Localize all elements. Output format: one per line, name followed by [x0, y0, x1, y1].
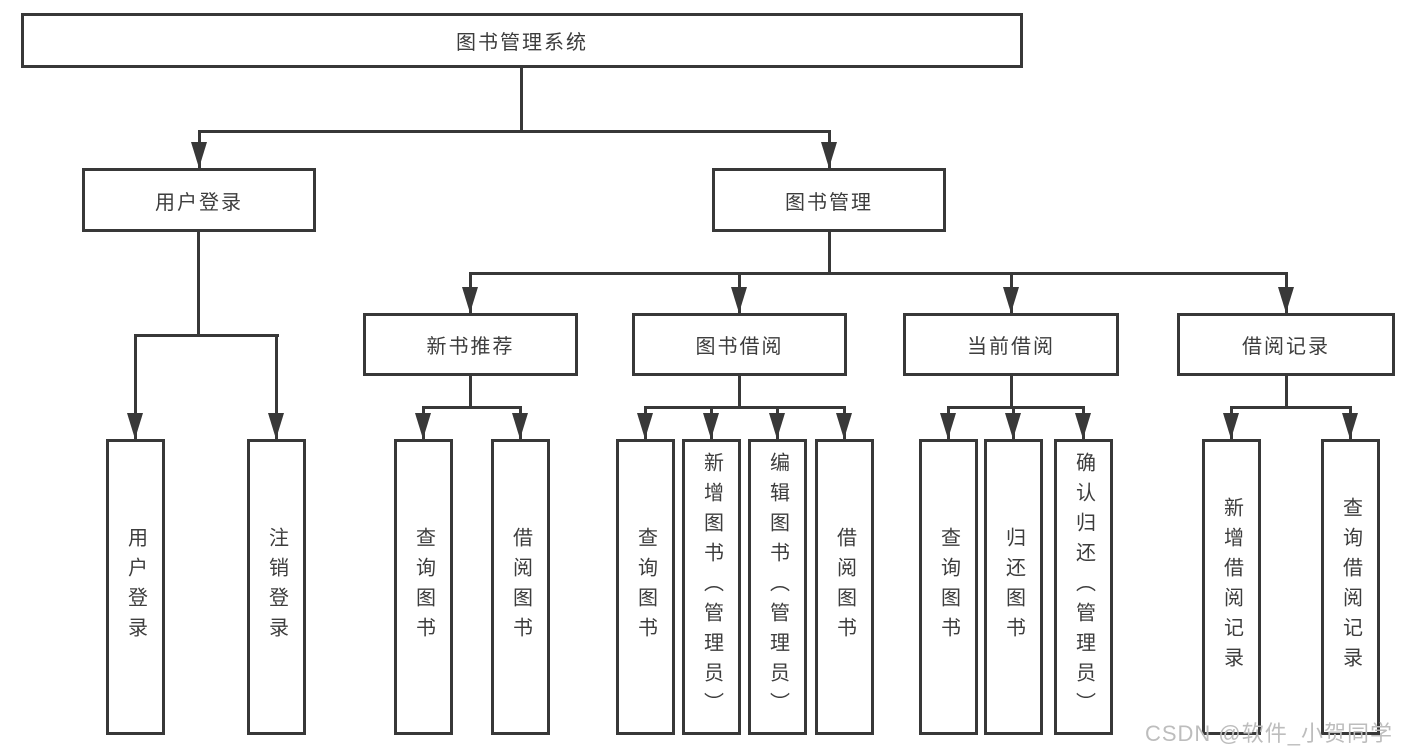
- node-label: 查询图书: [937, 527, 960, 647]
- arrowhead-user-login-icon: [191, 142, 207, 168]
- leaf-query-books-borrowing: 查询图书: [616, 439, 675, 735]
- arrowhead-icon: [1075, 413, 1091, 439]
- arrowhead-icon: [836, 413, 852, 439]
- arrowhead-book-mgmt-icon: [821, 142, 837, 168]
- arrowhead-leaf-logout-icon: [268, 413, 284, 439]
- node-label: 用户登录: [155, 191, 243, 214]
- node-new-book-recommend: 新书推荐: [363, 313, 578, 376]
- node-label: 当前借阅: [967, 336, 1055, 358]
- csdn-watermark: CSDN @软件_小贺同学: [1144, 721, 1393, 746]
- node-label: 确认归还（管理员）: [1072, 452, 1095, 722]
- connector-new-book-stem: [469, 376, 472, 409]
- leaf-borrow-books-recommend: 借阅图书: [491, 439, 550, 735]
- arrowhead-current-borrow-icon: [1003, 287, 1019, 313]
- arrowhead-borrow-record-icon: [1278, 287, 1294, 313]
- leaf-logout: 注销登录: [247, 439, 306, 735]
- arrowhead-new-book-icon: [462, 287, 478, 313]
- leaf-edit-books-admin: 编辑图书（管理员）: [748, 439, 807, 735]
- node-label: 图书借阅: [695, 336, 784, 358]
- arrowhead-icon: [769, 413, 785, 439]
- node-label: 借阅图书: [833, 527, 856, 647]
- node-borrowing-records: 借阅记录: [1177, 313, 1395, 376]
- node-label: 查询借阅记录: [1339, 497, 1362, 677]
- connector-borrow-record-stem: [1285, 376, 1288, 409]
- connector-book-borrow-rail: [644, 406, 846, 409]
- node-label: 借阅记录: [1242, 336, 1330, 358]
- leaf-query-books-current: 查询图书: [919, 439, 978, 735]
- arrowhead-icon: [512, 413, 528, 439]
- node-user-login: 用户登录: [82, 168, 316, 232]
- leaf-user-login: 用户登录: [106, 439, 165, 735]
- node-label: 用户登录: [124, 527, 147, 647]
- leaf-add-books-admin: 新增图书（管理员）: [682, 439, 741, 735]
- connector-user-login-rail: [134, 334, 279, 337]
- connector-borrow-record-rail: [1230, 406, 1352, 409]
- arrowhead-icon: [1223, 413, 1239, 439]
- node-label: 图书管理: [785, 191, 873, 214]
- arrowhead-icon: [1342, 413, 1358, 439]
- node-book-borrowing: 图书借阅: [632, 313, 847, 376]
- arrowhead-icon: [1005, 413, 1021, 439]
- arrowhead-book-borrow-icon: [731, 287, 747, 313]
- leaf-borrow-books: 借阅图书: [815, 439, 874, 735]
- node-label: 新增借阅记录: [1220, 497, 1243, 677]
- arrowhead-leaf-login-icon: [127, 413, 143, 439]
- node-label: 注销登录: [265, 527, 288, 647]
- connector-drop-leaf-login: [134, 334, 137, 439]
- connector-root-stem: [520, 68, 523, 132]
- leaf-query-books-recommend: 查询图书: [394, 439, 453, 735]
- node-book-management: 图书管理: [712, 168, 946, 232]
- leaf-return-books: 归还图书: [984, 439, 1043, 735]
- leaf-add-borrow-record: 新增借阅记录: [1202, 439, 1261, 735]
- leaf-confirm-return-admin: 确认归还（管理员）: [1054, 439, 1113, 735]
- connector-book-borrow-stem: [738, 376, 741, 409]
- node-label: 编辑图书（管理员）: [766, 452, 789, 722]
- leaf-query-borrow-record: 查询借阅记录: [1321, 439, 1380, 735]
- connector-root-rail: [198, 130, 831, 133]
- node-label: 新增图书（管理员）: [700, 452, 723, 722]
- arrowhead-icon: [940, 413, 956, 439]
- connector-book-mgmt-stem: [828, 232, 831, 275]
- connector-drop-leaf-logout: [275, 334, 278, 439]
- node-label: 新书推荐: [426, 336, 515, 358]
- node-current-borrowing: 当前借阅: [903, 313, 1119, 376]
- connector-current-borrow-stem: [1010, 376, 1013, 409]
- connector-new-book-rail: [422, 406, 522, 409]
- connector-current-borrow-rail: [947, 406, 1085, 409]
- connector-user-login-stem: [197, 232, 200, 337]
- connector-book-mgmt-rail: [469, 272, 1288, 275]
- arrowhead-icon: [415, 413, 431, 439]
- node-label: 查询图书: [412, 527, 435, 647]
- arrowhead-icon: [637, 413, 653, 439]
- node-label: 查询图书: [634, 527, 657, 647]
- node-library-management-system: 图书管理系统: [21, 13, 1023, 68]
- node-label: 归还图书: [1002, 527, 1025, 647]
- node-label: 图书管理系统: [456, 32, 588, 54]
- arrowhead-icon: [703, 413, 719, 439]
- node-label: 借阅图书: [509, 527, 532, 647]
